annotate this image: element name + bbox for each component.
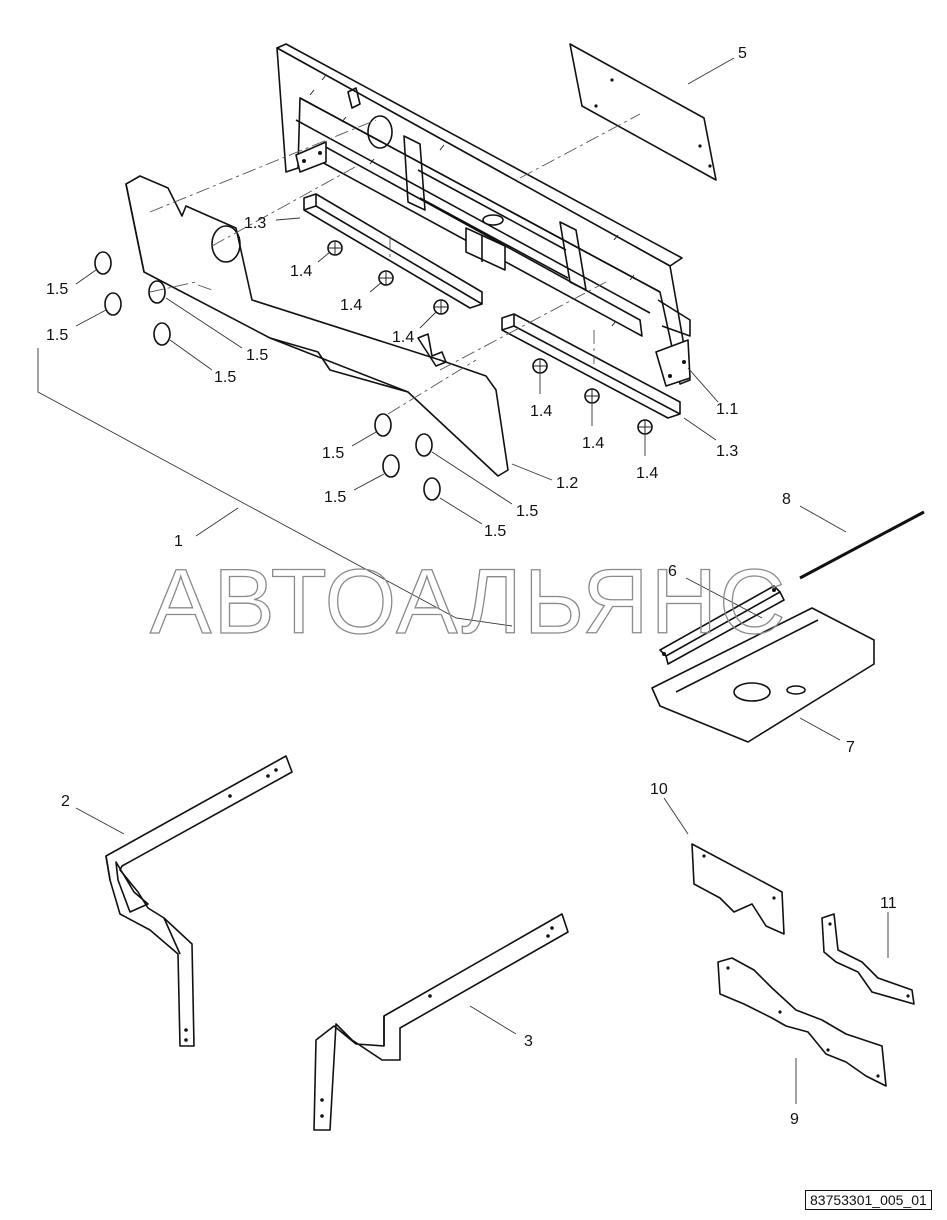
part-1-4-fasteners [327,240,653,435]
watermark: АВТОАЛЬЯНС [150,551,788,653]
callout-3: 3 [524,1033,533,1050]
callout-1-5-b: 1.5 [46,327,68,344]
callout-1-5-d: 1.5 [214,369,236,386]
part-1-5-plugs [94,251,441,501]
callout-1-3-upper: 1.3 [244,215,266,232]
part-6-strip [659,585,785,665]
callout-2: 2 [61,793,70,810]
part-7-plate [651,607,875,743]
part-3-bracket [313,913,569,1131]
callout-1: 1 [174,533,183,550]
callout-1-1: 1.1 [716,401,738,418]
part-2-bracket [105,755,293,1047]
part-10-panel [691,843,785,935]
callout-1-4-b: 1.4 [340,297,362,314]
callout-9: 9 [790,1111,799,1128]
callout-1-5-h: 1.5 [484,523,506,540]
part-1-2-panel [125,175,509,477]
part-1-3-bars [303,193,681,419]
callout-labels: 1 1.1 1.2 1.3 1.3 1.4 1.4 1.4 1.4 1.4 1.… [46,45,897,1128]
part-1-1-frame [276,43,691,387]
callout-1-3-lower: 1.3 [716,443,738,460]
callout-11: 11 [880,895,897,912]
callout-8: 8 [782,491,791,508]
callout-5: 5 [738,45,747,62]
part-9-panel [717,957,887,1087]
callout-7: 7 [846,739,855,756]
callout-1-5-a: 1.5 [46,281,68,298]
callout-1-5-g: 1.5 [516,503,538,520]
callout-1-4-e: 1.4 [582,435,604,452]
callout-1-2: 1.2 [556,475,578,492]
callout-1-5-e: 1.5 [322,445,344,462]
callout-1-5-f: 1.5 [324,489,346,506]
part-8-rod [799,510,925,580]
callout-1-4-f: 1.4 [636,465,658,482]
callout-1-4-c: 1.4 [392,329,414,346]
callout-1-4-a: 1.4 [290,263,312,280]
callout-1-5-c: 1.5 [246,347,268,364]
callout-6: 6 [668,563,677,580]
leader-lines [37,57,889,1104]
callout-1-4-d: 1.4 [530,403,552,420]
drawing-number: 83753301_005_01 [805,1190,932,1210]
assembly-lines [149,113,641,415]
callout-10: 10 [650,781,668,798]
part-11-panel [821,913,915,1005]
part-5-plate [569,43,717,181]
